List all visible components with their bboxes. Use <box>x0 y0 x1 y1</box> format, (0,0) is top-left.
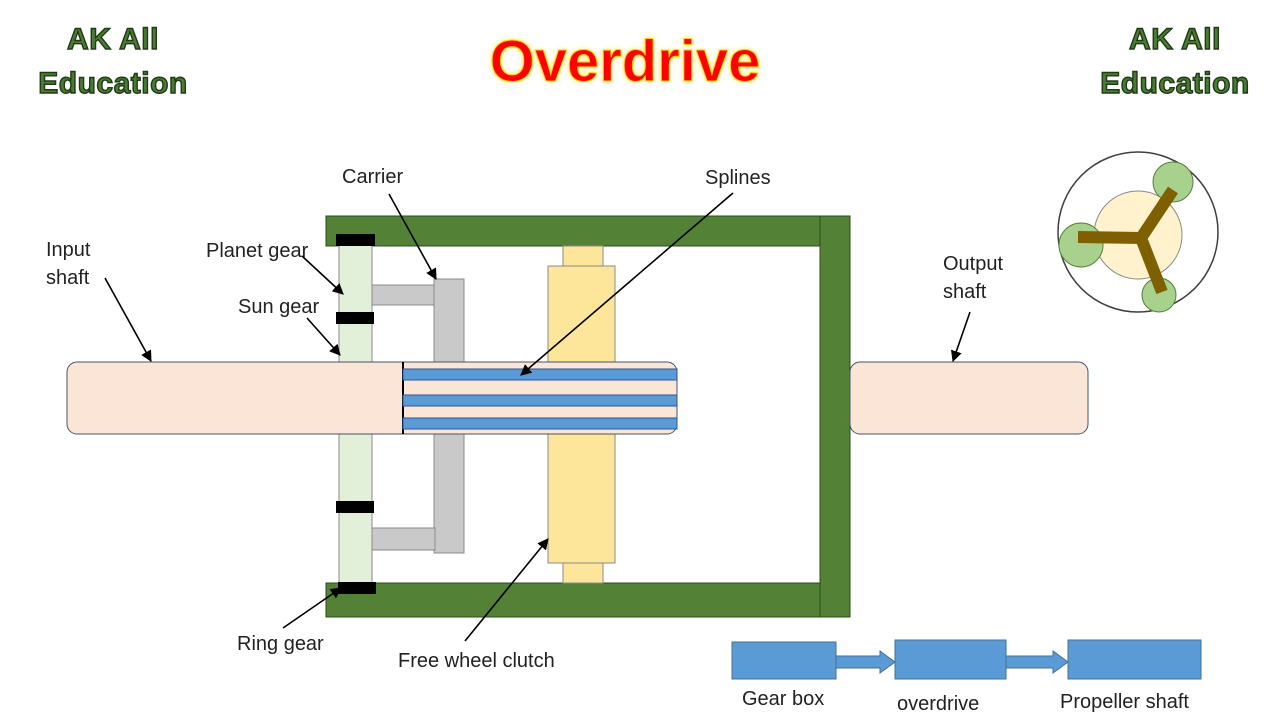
free-wheel-clutch-label: Free wheel clutch <box>398 650 555 672</box>
flow-label-propeller-shaft: Propeller shaft <box>1060 691 1189 713</box>
arrow-sun-gear <box>306 317 341 356</box>
planetary-gear-icon <box>1057 151 1219 313</box>
input-shaft-label-line-2: shaft <box>46 267 90 289</box>
carrier-arm-bottom <box>371 527 436 551</box>
sun-gear-label: Sun gear <box>238 296 320 318</box>
arrow-ring-gear <box>282 587 342 629</box>
planet-gear-icon <box>1058 222 1104 268</box>
planet-gear-icon <box>1152 161 1194 203</box>
arrow-free-wheel-clutch <box>464 538 549 642</box>
spline-1 <box>402 368 678 381</box>
input-shaft-label-line-1: Input <box>46 239 91 261</box>
housing-top <box>325 215 851 247</box>
flow-arrow-1 <box>835 650 896 674</box>
planet-gear-label: Planet gear <box>206 240 309 262</box>
brand-line-2: Education <box>38 66 188 100</box>
flow-box-propeller-shaft <box>1067 639 1202 680</box>
brand-line-1: AK All <box>66 22 159 56</box>
arrow-input-shaft <box>104 277 152 362</box>
input-shaft <box>66 361 678 435</box>
flow-box-gear-box <box>731 641 837 680</box>
brand-line-2: Education <box>1100 66 1250 100</box>
brand-logo-left: AK All Education <box>18 18 208 106</box>
ring-gear-label: Ring gear <box>237 633 324 655</box>
planet-gear-teeth-lower <box>336 501 374 513</box>
planet-gear-teeth-upper <box>336 312 374 324</box>
page-title: Overdrive <box>489 29 761 95</box>
output-shaft <box>849 361 1089 435</box>
spline-3 <box>402 417 678 430</box>
arrow-carrier <box>388 193 437 280</box>
brand-logo-right: AK All Education <box>1080 18 1270 106</box>
carrier-label: Carrier <box>342 166 403 188</box>
power-flow: Gear box overdrive Propeller shaft <box>731 639 1202 715</box>
leader-lines <box>104 192 971 642</box>
flow-box-overdrive <box>894 639 1007 680</box>
flow-label-gear-box: Gear box <box>742 688 824 710</box>
clutch-hub-bottom <box>562 561 604 584</box>
ring-gear-teeth-top <box>336 234 375 246</box>
ring-gear-teeth-bottom <box>338 582 376 594</box>
spline-2 <box>402 394 678 407</box>
output-shaft-label-line-2: shaft <box>943 281 987 303</box>
arrow-planet-gear <box>301 255 344 295</box>
clutch-hub-top <box>562 245 604 269</box>
arrow-output-shaft <box>951 311 971 363</box>
arrow-splines <box>520 192 734 376</box>
flow-arrow-2 <box>1005 650 1069 674</box>
housing-bottom <box>325 582 851 618</box>
brand-line-1: AK All <box>1128 22 1221 56</box>
carrier-arm-top <box>371 284 436 306</box>
output-shaft-label-line-1: Output <box>943 253 1003 275</box>
splines-label: Splines <box>705 167 771 189</box>
housing-end <box>819 215 851 618</box>
flow-label-overdrive: overdrive <box>897 693 979 715</box>
housing <box>325 215 851 618</box>
